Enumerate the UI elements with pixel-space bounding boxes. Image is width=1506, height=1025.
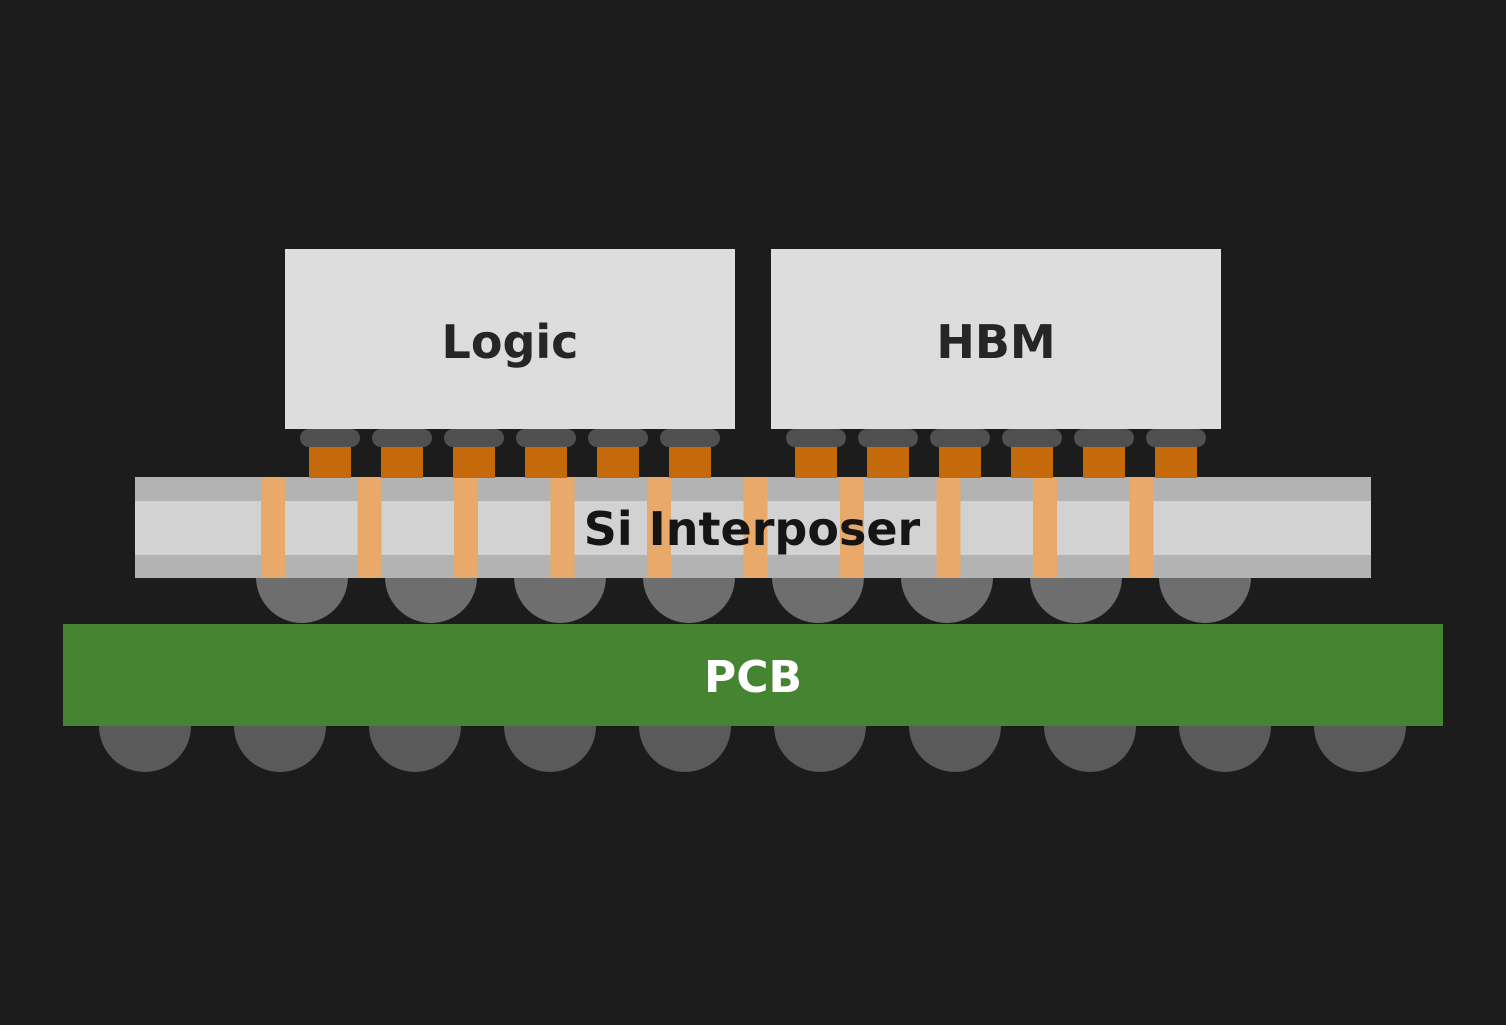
tsv-via [840,477,864,578]
hbm-die-label: HBM [936,315,1055,369]
tsv-via [454,477,478,578]
interposer-label: Si Interposer [584,502,921,556]
hbm-die [771,249,1221,429]
micro-bump-cap [1074,429,1134,447]
micro-bump-group [300,429,1206,478]
tsv-via [357,477,382,578]
tsv-via [1033,477,1057,578]
micro-bump-cap [372,429,432,447]
micro-bump-pillar [453,445,495,478]
tsv-via [936,477,961,578]
micro-bump-pillar [525,445,567,478]
pcb-board [63,624,1443,726]
micro-bump-cap [1146,429,1206,447]
micro-bump-pillar [309,445,351,478]
micro-bump-pillar [597,445,639,478]
micro-bump-pillar [381,445,423,478]
micro-bump-cap [516,429,576,447]
micro-bump-cap [786,429,846,447]
logic-die-label: Logic [442,315,579,369]
tsv-via [743,477,768,578]
micro-bump-pillar [1011,445,1053,478]
tsv-via [1129,477,1154,578]
micro-bump-cap [444,429,504,447]
tsv-via [550,477,575,578]
micro-bump-cap [588,429,648,447]
tsv-via [261,477,285,578]
micro-bump-cap [300,429,360,447]
micro-bump-pillar [867,445,909,478]
micro-bump-pillar [669,445,711,478]
micro-bump-pillar [939,445,981,478]
tsv-via [647,477,671,578]
pcb-label: PCB [704,652,802,703]
logic-die [285,249,735,429]
micro-bump-cap [858,429,918,447]
micro-bump-pillar [1083,445,1125,478]
micro-bump-cap [1002,429,1062,447]
micro-bump-pillar [1155,445,1197,478]
tsv-via-group [261,477,1154,578]
micro-bump-cap [930,429,990,447]
micro-bump-cap [660,429,720,447]
micro-bump-pillar [795,445,837,478]
